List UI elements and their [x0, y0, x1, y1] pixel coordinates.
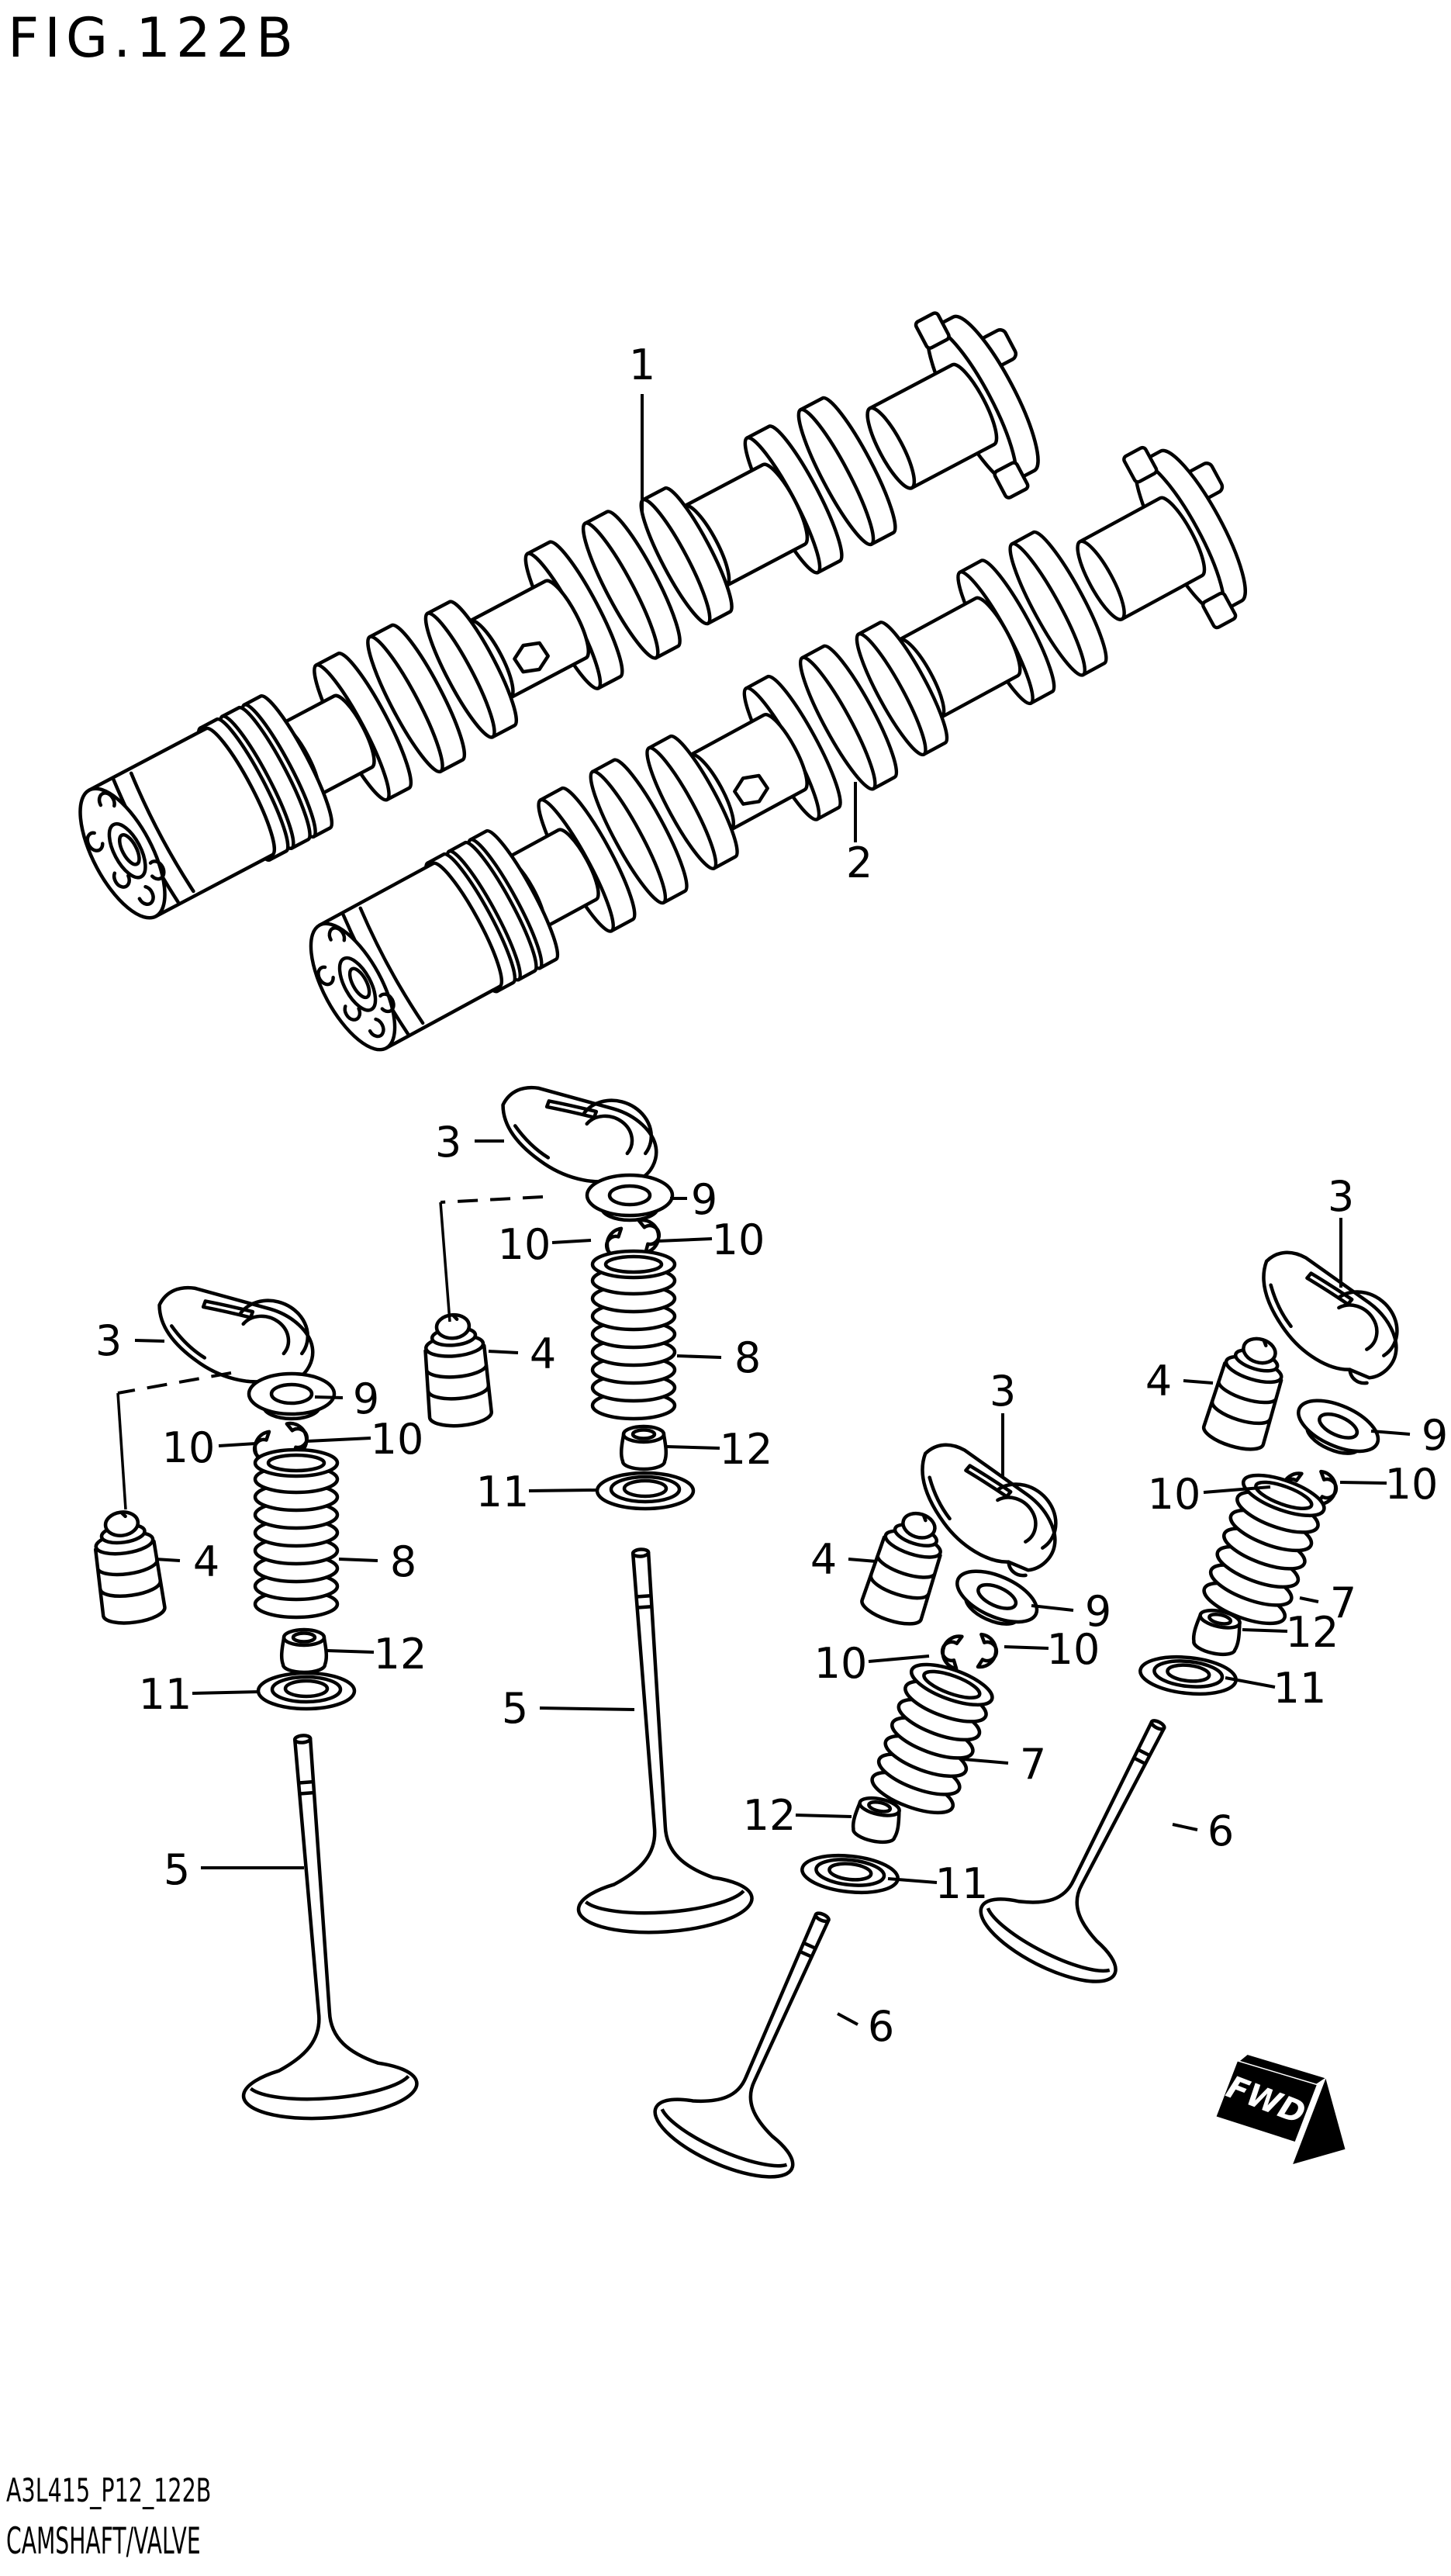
callout-10-a4-right: 10 — [1385, 1460, 1439, 1509]
callout-4-a1: 4 — [193, 1537, 219, 1586]
spring-retainer — [587, 1175, 672, 1220]
callout-9-a3: 9 — [1085, 1587, 1111, 1636]
valve-spring — [592, 1251, 675, 1419]
exhaust-valve — [970, 1689, 1226, 1998]
stem-seal — [621, 1426, 666, 1469]
spring-seat — [1138, 1653, 1238, 1699]
callout-7-a3: 7 — [1020, 1740, 1046, 1789]
callout-8-a1: 8 — [390, 1537, 416, 1586]
callout-10-a1-left: 10 — [162, 1423, 216, 1472]
callout-10-a3-left: 10 — [814, 1639, 868, 1688]
callout-4-a4: 4 — [1145, 1357, 1172, 1406]
tappet — [421, 1312, 492, 1428]
spring-seat — [258, 1673, 354, 1709]
stem-seal — [282, 1630, 326, 1672]
callout-11-a1: 11 — [139, 1670, 192, 1719]
callout-11-a4: 11 — [1273, 1664, 1327, 1713]
callout-12-a3: 12 — [743, 1791, 796, 1840]
callout-10-a1-right: 10 — [371, 1415, 424, 1464]
tappet — [859, 1505, 952, 1630]
valve-assembly-3 — [645, 1420, 1077, 2193]
valve-spring — [255, 1450, 337, 1617]
callout-10-a4-left: 10 — [1148, 1470, 1201, 1519]
spring-retainer — [1289, 1390, 1385, 1466]
callout-5-a2: 5 — [502, 1684, 528, 1733]
callout-12-a1: 12 — [374, 1630, 427, 1679]
callout-7-a4: 7 — [1330, 1578, 1356, 1627]
callout-4-a2: 4 — [530, 1329, 556, 1378]
drawing-title: CAMSHAFT/VALVE — [6, 2520, 201, 2563]
callout-9-a1: 9 — [353, 1374, 379, 1423]
figure-title: FIG.122B — [8, 6, 299, 70]
callout-3-a1: 3 — [95, 1316, 122, 1365]
spring-seat — [597, 1473, 693, 1509]
callout-10-a2-right: 10 — [712, 1215, 765, 1264]
callout-10-a2-left: 10 — [498, 1220, 551, 1269]
fwd-arrow-top-edge — [1235, 2052, 1331, 2087]
intake-valve — [554, 1544, 754, 1938]
callout-4-a3: 4 — [810, 1535, 837, 1584]
callout-2: 2 — [846, 838, 872, 887]
tappet — [89, 1508, 166, 1627]
leader-lines — [116, 394, 1411, 2026]
callout-8-a2: 8 — [734, 1333, 761, 1382]
callout-3-a3: 3 — [990, 1367, 1016, 1416]
drawing-code: A3L415_P12_122B — [6, 2471, 212, 2509]
tappet — [1201, 1330, 1292, 1454]
callout-11-a3: 11 — [935, 1859, 989, 1908]
callout-3-a2: 3 — [435, 1118, 461, 1167]
callout-11-a2: 11 — [476, 1468, 530, 1516]
callout-1: 1 — [629, 341, 655, 389]
valve-spring — [868, 1656, 997, 1820]
callout-labels: 1 2 3 9 10 10 4 8 12 11 5 3 9 10 10 4 8 … — [95, 341, 1448, 2051]
callout-12-a2: 12 — [720, 1425, 773, 1474]
callout-12-a4: 12 — [1286, 1608, 1339, 1657]
callout-9-a4: 9 — [1422, 1411, 1448, 1460]
fwd-arrowhead-icon — [1293, 2078, 1346, 2164]
intake-valve — [216, 1729, 419, 2125]
fwd-arrow-panel — [1216, 2061, 1317, 2142]
spring-retainer — [948, 1561, 1044, 1637]
spring-seat — [800, 1852, 900, 1897]
callout-6-a4: 6 — [1207, 1807, 1234, 1855]
callout-9-a2: 9 — [691, 1175, 717, 1224]
callout-10-a3-right: 10 — [1047, 1625, 1100, 1674]
fwd-arrow: FWD — [1216, 2052, 1346, 2164]
callout-5-a1: 5 — [164, 1845, 190, 1894]
footer: A3L415_P12_122B CAMSHAFT/VALVE — [6, 2471, 330, 2563]
callout-3-a4: 3 — [1328, 1172, 1354, 1221]
callout-6-a3: 6 — [868, 2002, 894, 2051]
